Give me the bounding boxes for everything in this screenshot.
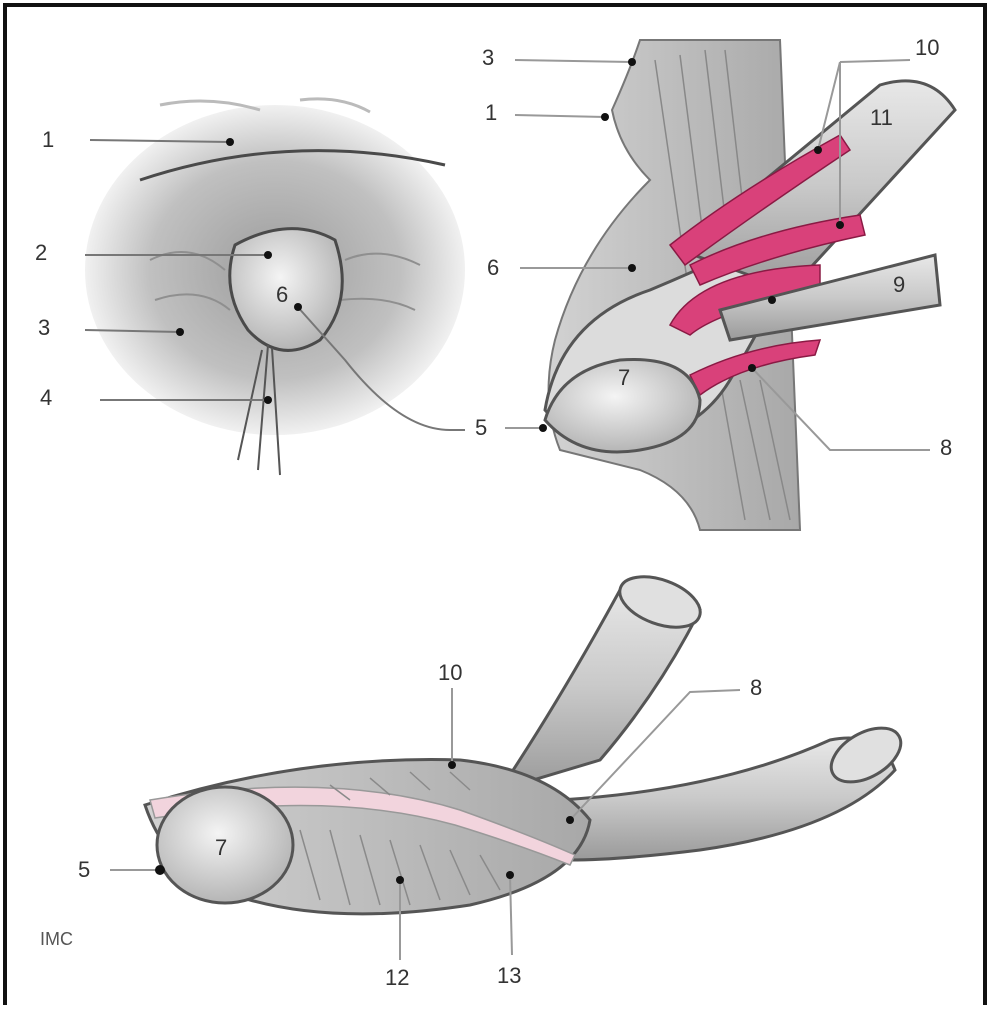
- label-8: 8: [750, 675, 762, 700]
- label-7: 7: [618, 365, 630, 390]
- label-3: 3: [482, 45, 494, 70]
- label-7: 7: [215, 835, 227, 860]
- label-9: 9: [893, 272, 905, 297]
- panel-bottom: 10 8 5 7 12 13 IMC: [40, 567, 910, 990]
- label-13: 13: [497, 963, 521, 988]
- label-5: 5: [78, 857, 90, 882]
- label-4: 4: [40, 385, 52, 410]
- panel-top-right: 3 1 10 11 6 9 7 5 8: [475, 35, 955, 530]
- corner-mark: IMC: [40, 929, 73, 949]
- label-2: 2: [35, 240, 47, 265]
- label-10: 10: [438, 660, 462, 685]
- label-6-inner: 6: [276, 282, 288, 307]
- label-1: 1: [42, 127, 54, 152]
- label-1: 1: [485, 100, 497, 125]
- panel-top-left: 1 2 3 4 6: [35, 99, 465, 475]
- label-11: 11: [870, 105, 893, 130]
- label-6: 6: [487, 255, 499, 280]
- label-8: 8: [940, 435, 952, 460]
- label-10: 10: [915, 35, 939, 60]
- label-3: 3: [38, 315, 50, 340]
- label-5: 5: [475, 415, 487, 440]
- label-12: 12: [385, 965, 409, 990]
